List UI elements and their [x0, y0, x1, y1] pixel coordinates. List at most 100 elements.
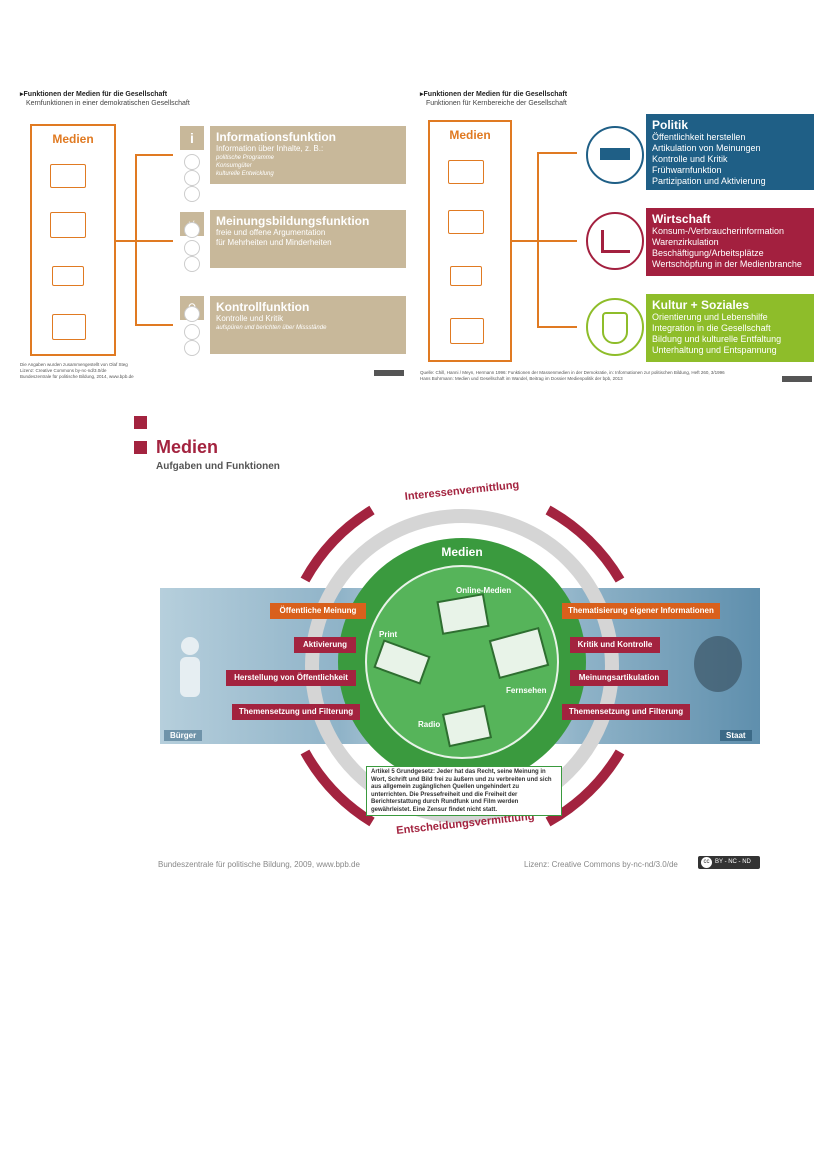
- left-panel-title: ▸Funktionen der Medien für die Gesellsch…: [20, 91, 168, 98]
- category-box-politik: Politik Öffentlichkeit herstellen Artiku…: [646, 114, 814, 190]
- circle-icon: [184, 240, 200, 256]
- category-line: Partizipation und Aktivierung: [652, 176, 766, 186]
- category-line: Artikulation von Meinungen: [652, 143, 761, 153]
- category-line: Integration in die Gesellschaft: [652, 323, 771, 333]
- category-box-kultur: Kultur + Soziales Orientierung und Leben…: [646, 294, 814, 362]
- cc-icon: cc: [701, 857, 712, 868]
- red-square: [134, 416, 147, 429]
- arrow-1: [135, 154, 173, 156]
- tablet-icon: [52, 314, 86, 340]
- newspaper-icon: [50, 212, 86, 238]
- main-title: Medien: [156, 437, 219, 457]
- arrow-1: [537, 152, 577, 154]
- radio-icon: [450, 266, 482, 286]
- left-tag-3: Herstellung von Öffentlichkeit: [226, 670, 356, 686]
- media-label-tv: Fernsehen: [506, 686, 547, 695]
- tablet-icon: [450, 318, 484, 344]
- eagle-icon: [694, 636, 742, 692]
- left-source: Die Angaben wurden zusammengestellt von …: [20, 362, 134, 380]
- category-title: Politik: [652, 118, 689, 132]
- green-circle-inner: [365, 565, 559, 759]
- main-source-left: Bundeszentrale für politische Bildung, 2…: [158, 860, 360, 869]
- circle-icon: [184, 340, 200, 356]
- function-line: kulturelle Entwicklung: [216, 171, 274, 177]
- function-title: Informationsfunktion: [216, 130, 336, 144]
- outer-ring-bottom-right: [545, 749, 625, 827]
- circle-icon: [184, 222, 200, 238]
- right-side-label: Staat: [720, 730, 752, 741]
- left-tag-2: Aktivierung: [294, 637, 356, 653]
- right-tag-4: Themensetzung und Filterung: [562, 704, 690, 720]
- source-line: Die Angaben wurden zusammengestellt von …: [20, 362, 128, 367]
- function-line: freie und offene Argumentation: [216, 228, 326, 237]
- function-line: Information über Inhalte, z. B.:: [216, 144, 324, 153]
- function-line: Kontrolle und Kritik: [216, 314, 284, 323]
- category-title: Kultur + Soziales: [652, 298, 750, 312]
- category-line: Warenzirkulation: [652, 237, 719, 247]
- function-line: für Mehrheiten und Minderheiten: [216, 238, 332, 247]
- outer-ring-bottom-left: [300, 749, 375, 827]
- right-tag-3: Meinungsartikulation: [570, 670, 668, 686]
- function-box-2: Meinungsbildungsfunktion freie und offen…: [210, 210, 406, 268]
- main-subtitle: Aufgaben und Funktionen: [156, 461, 280, 472]
- left-tag-4: Themensetzung und Filterung: [232, 704, 360, 720]
- red-square: [134, 441, 147, 454]
- article-box: Artikel 5 Grundgesetz: Jeder hat das Rec…: [366, 766, 562, 816]
- circle-icon: [184, 306, 200, 322]
- category-line: Kontrolle und Kritik: [652, 154, 728, 164]
- category-title: Wirtschaft: [652, 212, 711, 226]
- cc-badge: [782, 376, 812, 382]
- function-line: politische Programme: [216, 155, 275, 161]
- circle-icon: [184, 324, 200, 340]
- media-label-print: Print: [379, 630, 398, 639]
- circle-icon: [184, 154, 200, 170]
- theatre-masks-icon: [586, 298, 644, 356]
- radio-device-icon: [441, 704, 493, 748]
- media-label-online: Online-Medien: [456, 586, 512, 595]
- category-line: Öffentlichkeit herstellen: [652, 132, 746, 142]
- person-icon-body: [180, 657, 200, 697]
- left-tag-1: Öffentliche Meinung: [270, 603, 366, 619]
- function-line: aufspüren und berichten über Missstände: [216, 325, 327, 331]
- info-icon: i: [180, 126, 204, 150]
- right-panel: ▸Funktionen der Medien für die Gesellsch…: [420, 90, 816, 385]
- right-tag-2: Kritik und Kontrolle: [570, 637, 660, 653]
- circle-icon: [184, 256, 200, 272]
- newspaper-icon: [448, 210, 484, 234]
- function-title: Meinungsbildungsfunktion: [216, 214, 370, 228]
- function-box-1: Informationsfunktion Information über In…: [210, 126, 406, 184]
- right-source: Quelle: Chill, Hanni / Meyn, Hermann 199…: [420, 370, 760, 382]
- category-line: Beschäftigung/Arbeitsplätze: [652, 248, 764, 258]
- category-line: Konsum-/Verbraucherinformation: [652, 226, 785, 236]
- left-medien-label: Medien: [52, 132, 94, 146]
- outer-ring-top-right: [545, 505, 625, 583]
- right-tag-1: Thematisierung eigener Informationen: [562, 603, 720, 619]
- left-side-label: Bürger: [164, 730, 203, 741]
- arrow-3: [537, 326, 577, 328]
- media-label-radio: Radio: [418, 720, 441, 729]
- connector-line: [510, 240, 538, 242]
- category-line: Wertschöpfung in der Medienbranche: [652, 259, 802, 269]
- arrow-2: [135, 240, 173, 242]
- print-icon: [373, 639, 431, 685]
- tv-icon: [488, 626, 550, 680]
- radio-icon: [52, 266, 84, 286]
- source-line: Lizenz: Creative Commons by-nc-nd/3.0/de: [20, 368, 107, 373]
- person-icon-head: [181, 637, 199, 655]
- source-line: Quelle: Chill, Hanni / Meyn, Hermann 199…: [420, 370, 725, 375]
- right-panel-title: ▸Funktionen der Medien für die Gesellsch…: [420, 91, 568, 98]
- function-line: Konsumgüter: [216, 163, 252, 169]
- right-panel-subtitle: Funktionen für Kernbereiche der Gesellsc…: [426, 100, 567, 107]
- monitor-icon: [448, 160, 484, 184]
- monitor-icon: [50, 164, 86, 188]
- cc-badge-text: BY - NC - ND: [715, 859, 751, 865]
- cc-badge: [374, 370, 404, 376]
- category-line: Unterhaltung und Entspannung: [652, 345, 777, 355]
- arrow-2: [537, 240, 577, 242]
- chart-arrow-icon: [586, 212, 644, 270]
- parliament-icon: [586, 126, 644, 184]
- category-line: Bildung und kulturelle Entfaltung: [652, 334, 782, 344]
- function-title: Kontrollfunktion: [216, 300, 310, 314]
